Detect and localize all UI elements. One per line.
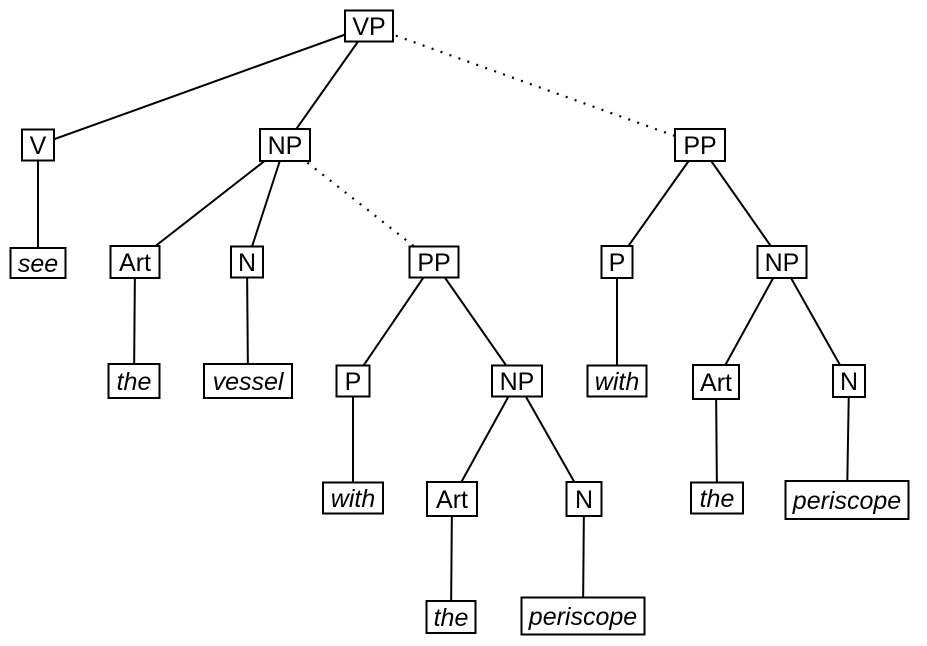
tree-node-p_vp: P [600,245,634,279]
tree-node-label-pp_vp: PP [683,132,716,160]
tree-edge-np_pp_np-art_pp_np [451,380,518,500]
tree-node-v: V [21,128,55,162]
tree-edge-art_pp_np-the_pp_np [450,498,453,618]
tree-node-box-periscope_pp_vp [784,480,910,520]
tree-edge-np_pp_vp-art_pp_vp [715,261,783,383]
tree-node-the_pp_np: the [425,600,477,634]
tree-node-label-vessel: vessel [213,368,285,396]
tree-node-label-n_pp_np: N [575,486,593,514]
tree-node-np_pp_vp: NP [756,245,808,279]
tree-node-box-art_obj [109,245,161,279]
tree-edge-n_obj-vessel [246,261,249,382]
tree-node-label-see: see [18,250,58,278]
tree-edge-vp-v [37,25,370,146]
tree-node-box-vp [344,9,394,43]
tree-node-label-periscope_pp_np: periscope [528,603,637,631]
tree-node-label-periscope_pp_vp: periscope [792,487,901,515]
tree-node-label-p_vp: P [609,249,626,277]
tree-node-box-np_pp_np [491,364,543,398]
tree-node-label-np_obj: NP [268,132,303,160]
tree-node-box-the_pp_vp [690,481,744,515]
tree-node-label-with_vp: with [595,368,639,396]
tree-edge-np_obj-art_obj [134,144,286,263]
tree-node-box-v [21,128,55,162]
tree-node-box-art_pp_np [426,481,478,517]
tree-edge-np_obj-pp_np-dotted [284,144,435,263]
tree-edge-pp_np-np_pp_np [433,261,518,382]
tree-node-with_vp: with [586,364,648,398]
tree-node-box-p_vp [600,245,634,279]
tree-node-box-p_np [335,364,371,398]
tree-node-n_pp_vp: N [832,364,866,398]
tree-node-box-art_pp_vp [692,364,740,400]
tree-node-label-vp: VP [352,13,385,41]
tree-node-box-n_pp_np [565,481,603,517]
tree-node-box-the_obj [107,363,161,399]
tree-node-label-the_obj: the [117,368,152,396]
tree-node-p_np: P [335,364,371,398]
tree-node-np_obj: NP [259,128,311,162]
tree-node-art_obj: Art [109,245,161,279]
tree-edge-pp_vp-np_pp_vp [699,144,783,263]
tree-node-box-vessel [203,363,293,399]
tree-edge-pp_vp-p_vp [616,144,701,263]
tree-node-label-with_np: with [331,485,375,513]
tree-node-art_pp_np: Art [426,481,478,517]
tree-node-n_obj: N [230,245,264,279]
tree-node-label-art_pp_np: Art [436,486,468,514]
tree-node-with_np: with [322,481,384,515]
tree-node-box-periscope_pp_np [520,596,646,636]
tree-node-label-art_pp_vp: Art [700,369,732,397]
tree-node-vessel: vessel [203,363,293,399]
tree-node-periscope_pp_vp: periscope [784,480,910,520]
tree-node-label-the_pp_np: the [434,604,469,632]
tree-node-label-n_obj: N [238,249,256,277]
tree-node-box-n_pp_vp [832,364,866,398]
tree-edge-vp-np_obj [284,25,370,146]
tree-node-pp_vp: PP [674,128,726,162]
tree-node-label-np_pp_vp: NP [765,249,800,277]
tree-node-box-pp_np [408,245,460,279]
tree-edge-np_pp_np-n_pp_np [516,380,585,500]
tree-node-box-the_pp_np [425,600,477,634]
tree-edge-np_pp_vp-n_pp_vp [781,261,850,382]
tree-node-label-art_obj: Art [119,249,151,277]
tree-node-periscope_pp_np: periscope [520,596,646,636]
tree-node-label-p_np: P [345,368,362,396]
tree-node-art_pp_vp: Art [692,364,740,400]
tree-node-label-np_pp_np: NP [500,368,535,396]
tree-node-label-n_pp_vp: N [840,368,858,396]
tree-node-label-pp_np: PP [417,249,450,277]
tree-node-box-pp_vp [674,128,726,162]
tree-edge-np_obj-n_obj [246,144,286,263]
tree-node-the_obj: the [107,363,161,399]
tree-node-pp_np: PP [408,245,460,279]
tree-node-vp: VP [344,9,394,43]
tree-node-box-n_obj [230,245,264,279]
tree-edge-art_pp_vp-the_pp_vp [715,381,718,499]
tree-node-box-see [9,247,67,279]
tree-edge-vp-pp_vp-dotted [368,24,701,147]
tree-node-label-the_pp_vp: the [700,485,735,513]
tree-node-see: see [9,247,67,279]
tree-edge-pp_np-p_np [352,261,435,382]
tree-node-box-with_vp [586,364,648,398]
tree-node-box-np_pp_vp [756,245,808,279]
tree-node-box-np_obj [259,128,311,162]
tree-node-box-with_np [322,481,384,515]
tree-node-the_pp_vp: the [690,481,744,515]
tree-node-n_pp_np: N [565,481,603,517]
tree-edge-art_obj-the_obj [133,261,136,382]
tree-node-label-v: V [30,132,47,160]
tree-node-np_pp_np: NP [491,364,543,398]
